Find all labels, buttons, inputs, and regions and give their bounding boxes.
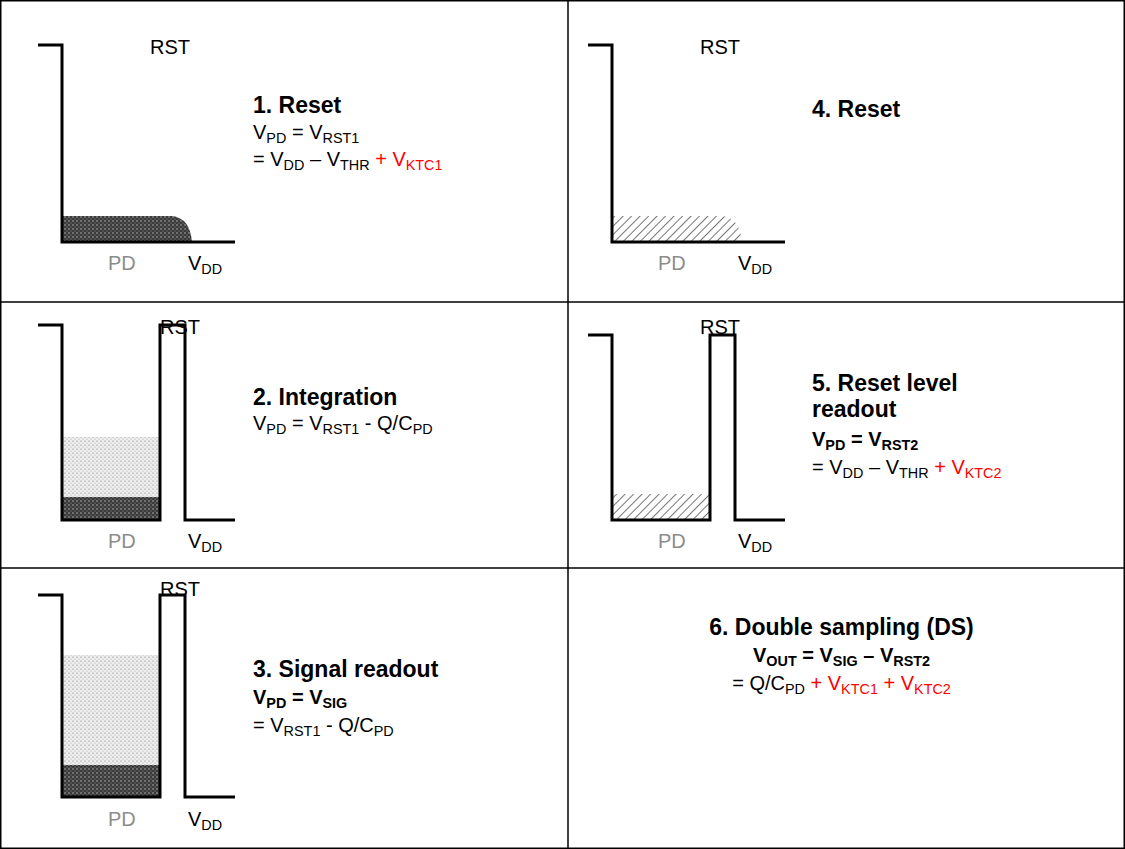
step-title: 2. Integration <box>253 384 397 410</box>
region-name: PD <box>658 252 686 275</box>
formula: = VDD – VTHR + VKTC1 <box>253 148 443 171</box>
voltage-name: VDD <box>188 252 222 275</box>
voltage-name: VDD <box>188 530 222 553</box>
potential-well <box>38 45 235 242</box>
potential-well <box>588 335 785 520</box>
formula: VPD = VSIG <box>253 686 347 709</box>
formula: VPD = VRST2 <box>812 428 918 451</box>
step-title: 6. Double sampling (DS) <box>563 614 1120 640</box>
region-name: PD <box>108 530 136 553</box>
step-title: 1. Reset <box>253 92 341 118</box>
signal-name: RST <box>700 316 740 339</box>
region-name: PD <box>108 252 136 275</box>
formula: VOUT = VSIG – VRST2 <box>563 644 1120 667</box>
voltage-name: VDD <box>188 808 222 831</box>
formula: VPD = VRST1 <box>253 121 359 144</box>
potential-well <box>38 595 235 797</box>
formula: VPD = VRST1 - Q/CPD <box>253 412 433 435</box>
voltage-name: VDD <box>738 530 772 553</box>
region-name: PD <box>658 530 686 553</box>
signal-name: RST <box>160 316 200 339</box>
signal-name: RST <box>700 36 740 59</box>
voltage-name: VDD <box>738 252 772 275</box>
potential-well <box>38 325 235 520</box>
signal-name: RST <box>160 578 200 601</box>
step-title: 5. Reset level readout <box>812 370 1012 423</box>
step-title: 4. Reset <box>812 96 900 122</box>
step-title: 3. Signal readout <box>253 656 438 682</box>
formula: = VDD – VTHR + VKTC2 <box>812 456 1002 479</box>
potential-well <box>588 45 785 242</box>
region-name: PD <box>108 808 136 831</box>
formula: = VRST1 - Q/CPD <box>253 714 394 737</box>
signal-name: RST <box>150 36 190 59</box>
formula: = Q/CPD + VKTC1 + VKTC2 <box>563 672 1120 695</box>
